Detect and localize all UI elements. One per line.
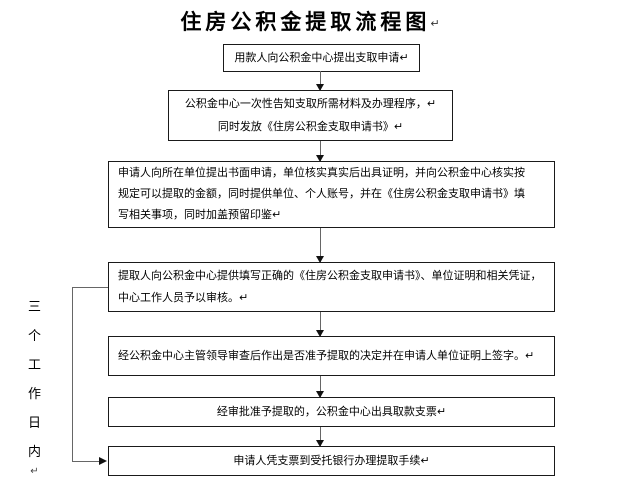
flow-step-7: 申请人凭支票到受托银行办理提取手续↵ [108,446,555,476]
flow-step-3-line2: 规定可以提取的金额，同时提供单位、个人账号，并在《住房公积金支取申请书》填 [118,188,525,200]
flow-step-3-line1: 申请人向所在单位提出书面申请，单位核实真实后出具证明，并向公积金中心核实按 [118,167,525,179]
flow-step-1: 用款人向公积金中心提出支取申请↵ [223,44,420,72]
flow-step-6-text: 经审批准予提取的，公积金中心出具取款支票↵ [216,405,447,418]
flow-step-7-text: 申请人凭支票到受托银行办理提取手续↵ [233,454,430,467]
flow-step-4-line1: 提取人向公积金中心提供填写正确的《住房公积金支取申请书》、单位证明和相关凭证， [118,270,542,282]
flow-step-2: 公积金中心一次性告知支取所需材料及办理程序，↵ 同时发放《住房公积金支取申请书》… [168,90,453,141]
bracket-arrowhead-icon [99,457,107,465]
flow-step-2-line2: 同时发放《住房公积金支取申请书》↵ [217,120,404,133]
arrow-step2-step3 [316,141,324,162]
arrow-step1-step2 [316,71,324,91]
paragraph-mark-icon: ↵ [30,466,39,477]
bracket-bottom-segment [72,461,100,462]
arrow-step6-step7 [316,427,324,447]
arrow-step5-step6 [316,376,324,398]
paragraph-mark-icon: ↵ [430,17,440,30]
flow-step-1-text: 用款人向公积金中心提出支取申请↵ [234,51,409,64]
side-label-text: 三个工作日内 [27,299,41,459]
flow-step-6: 经审批准予提取的，公积金中心出具取款支票↵ [108,397,555,427]
bracket-top-segment [72,287,108,288]
arrow-step4-step5 [316,312,324,337]
page-title-text: 住房公积金提取流程图 [180,11,431,34]
flow-step-5: 经公积金中心主管领导审查后作出是否准予提取的决定并在申请人单位证明上签字。↵ [108,336,555,376]
page-title: 住房公积金提取流程图↵ [0,6,620,36]
flow-step-4: 提取人向公积金中心提供填写正确的《住房公积金支取申请书》、单位证明和相关凭证， … [108,262,555,312]
flow-step-3: 申请人向所在单位提出书面申请，单位核实真实后出具证明，并向公积金中心核实按 规定… [108,161,555,228]
flow-step-5-text: 经公积金中心主管领导审查后作出是否准予提取的决定并在申请人单位证明上签字。↵ [118,349,535,362]
flow-step-2-line1: 公积金中心一次性告知支取所需材料及办理程序，↵ [184,97,437,110]
flow-step-4-line2: 中心工作人员予以审核。↵ [118,292,249,304]
bracket-vertical-segment [72,287,73,461]
flow-step-3-line3: 写相关事项，同时加盖预留印鉴↵ [118,209,282,221]
arrow-step3-step4 [316,228,324,263]
side-label-three-working-days: 三个工作日内 ↵ [26,292,43,478]
